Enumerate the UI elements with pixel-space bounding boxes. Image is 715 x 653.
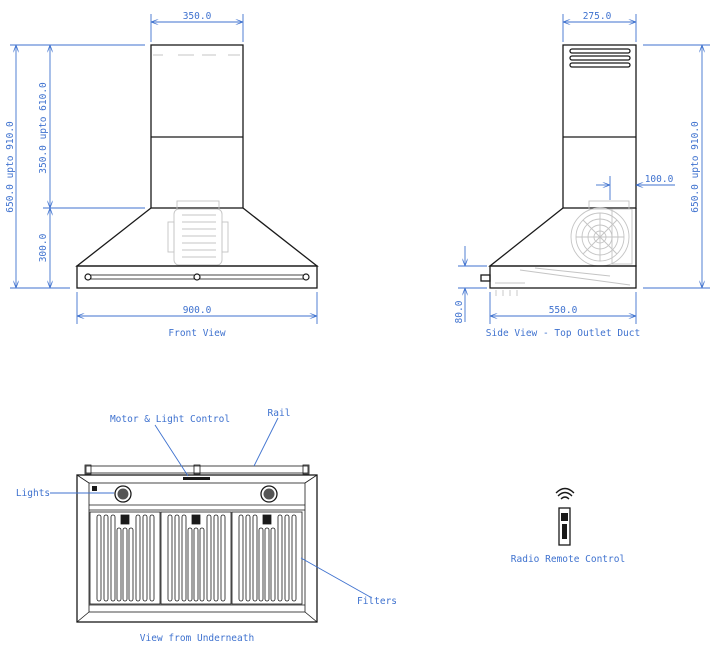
chimney bbox=[150, 44, 244, 209]
filter-slot bbox=[174, 514, 180, 602]
filter-panel bbox=[89, 511, 161, 605]
dim-depth: 550.0 bbox=[549, 305, 578, 316]
filter-slot bbox=[199, 527, 205, 602]
filter-handle-icon bbox=[191, 514, 201, 525]
control-knob bbox=[480, 274, 491, 282]
filter-slot bbox=[96, 514, 102, 602]
filter-slot bbox=[122, 527, 128, 602]
dim-chimney-width: 350.0 bbox=[183, 11, 212, 22]
label-control: Motor & Light Control bbox=[110, 414, 230, 425]
filter-slot bbox=[135, 514, 141, 602]
filter-panel bbox=[231, 511, 303, 605]
filter-slot bbox=[206, 514, 212, 602]
remote-label: Radio Remote Control bbox=[511, 554, 625, 565]
dim-width: 900.0 bbox=[183, 305, 212, 316]
filter-slot bbox=[193, 527, 199, 602]
hood-base bbox=[489, 265, 637, 289]
dim-overall-height: 650.0 upto 910.0 bbox=[690, 121, 701, 213]
label-lights: Lights bbox=[16, 488, 50, 499]
filter-slot bbox=[220, 514, 226, 602]
rail bbox=[85, 465, 309, 474]
filter-panel bbox=[160, 511, 232, 605]
filter-slot bbox=[142, 514, 148, 602]
filter-slot bbox=[284, 514, 290, 602]
filter-slot bbox=[213, 514, 219, 602]
dim-hood-height: 300.0 bbox=[38, 233, 49, 262]
filter-slot bbox=[187, 527, 193, 602]
remote-icon bbox=[558, 507, 571, 546]
dim-base-height: 80.0 bbox=[454, 300, 465, 323]
filter-slot bbox=[245, 514, 251, 602]
vent bbox=[569, 62, 631, 68]
filter-slot bbox=[167, 514, 173, 602]
front-view-title: Front View bbox=[168, 328, 225, 339]
side-view: 275.0 650.0 upto 910.0 100.0 550.0 80.0 … bbox=[454, 11, 710, 339]
dim-chimney-depth: 275.0 bbox=[583, 11, 612, 22]
front-view: 350.0 650.0 upto 910.0 350.0 upto 610.0 … bbox=[5, 11, 319, 339]
vent bbox=[569, 48, 631, 54]
outer-frame bbox=[76, 474, 318, 623]
filter-slot bbox=[128, 527, 134, 602]
filter-slot bbox=[252, 514, 258, 602]
filter-slot bbox=[238, 514, 244, 602]
underneath-view-title: View from Underneath bbox=[140, 633, 254, 644]
filter-slot bbox=[110, 514, 116, 602]
dim-overall-height: 650.0 upto 910.0 bbox=[5, 121, 16, 213]
filter-slot bbox=[116, 527, 122, 602]
filters bbox=[89, 511, 303, 605]
filter-slot bbox=[181, 514, 187, 602]
motor-ghost bbox=[167, 200, 229, 266]
side-view-title: Side View - Top Outlet Duct bbox=[486, 328, 640, 339]
dim-chimney-height: 350.0 upto 610.0 bbox=[38, 82, 49, 174]
filter-slot bbox=[277, 514, 283, 602]
underneath-view: Motor & Light Control Rail Lights Filter… bbox=[16, 408, 397, 644]
filter-slot bbox=[149, 514, 155, 602]
label-rail: Rail bbox=[268, 408, 291, 419]
radio-waves-icon bbox=[555, 487, 575, 500]
label-filters: Filters bbox=[357, 596, 397, 607]
vent bbox=[569, 55, 631, 61]
chimney bbox=[562, 44, 637, 209]
control-panel bbox=[183, 477, 210, 480]
filter-slot bbox=[264, 527, 270, 602]
hood-base bbox=[76, 265, 318, 289]
radio-remote: Radio Remote Control bbox=[511, 487, 625, 565]
filter-handle-icon bbox=[120, 514, 130, 525]
filter-slot bbox=[291, 514, 297, 602]
dim-outlet-offset: 100.0 bbox=[645, 174, 674, 185]
filter-handle-icon bbox=[262, 514, 272, 525]
filter-slot bbox=[270, 527, 276, 602]
filter-slot bbox=[258, 527, 264, 602]
fan-ghost bbox=[495, 200, 633, 296]
filter-slot bbox=[103, 514, 109, 602]
